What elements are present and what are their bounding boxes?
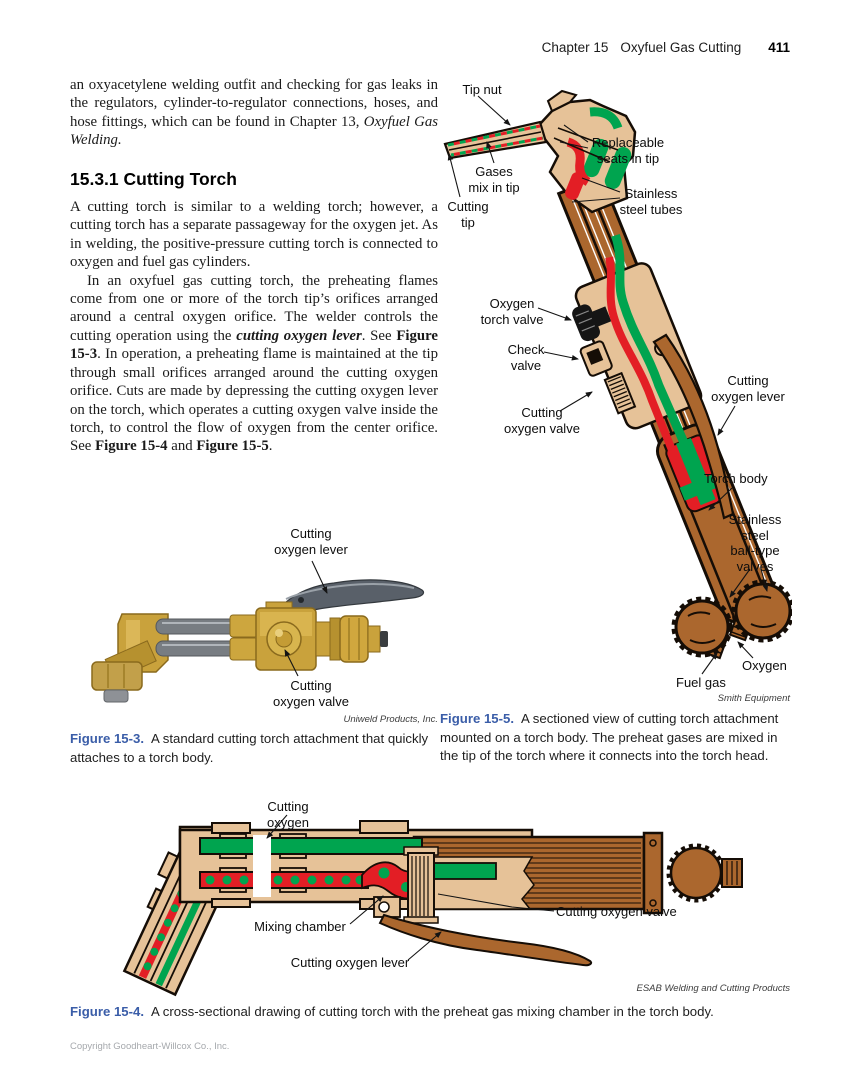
label-cutting-oxygen-lever: Cutting oxygen lever — [711, 373, 785, 404]
figure-15-3: Cutting oxygen lever Cutting oxygen valv… — [70, 520, 438, 728]
page-header: Chapter 15 Oxyfuel Gas Cutting 411 — [542, 40, 790, 55]
header-chapter: Chapter 15 — [541, 40, 609, 55]
label-tip-nut: Tip nut — [462, 82, 502, 97]
label-oxygen: Oxygen — [742, 658, 787, 673]
key-term: cutting oxygen lever — [236, 327, 362, 344]
figure-15-4-credit: ESAB Welding and Cutting Products — [636, 983, 791, 994]
figure-15-5-credit: Smith Equipment — [717, 693, 790, 704]
paragraph-1-text: an oxyacetylene welding outfit and check… — [70, 77, 438, 130]
paragraph-3-text: . In operation, a preheating flame is ma… — [70, 346, 438, 455]
label-gases-mix: Gases mix in tip — [468, 164, 520, 195]
figure-15-3-credit: Uniweld Products, Inc. — [343, 714, 438, 725]
label-cutting-oxygen: Cutting oxygen — [267, 799, 309, 830]
label-oxygen-torch-valve: Oxygen torch valve — [480, 296, 544, 327]
figure-15-3-caption: Figure 15-3.A standard cutting torch att… — [70, 730, 438, 767]
paragraph-1: an oxyacetylene welding outfit and check… — [70, 76, 438, 150]
label-cutting-oxygen-valve: Cutting oxygen valve — [273, 678, 349, 709]
label-torch-body: Torch body — [704, 471, 768, 486]
figure-reference: Figure 15-5 — [196, 438, 269, 455]
header-title: Oxyfuel Gas Cutting — [620, 40, 742, 55]
label-cutting-oxygen-lever: Cutting oxygen lever — [290, 955, 410, 970]
figure-15-4-caption-text: A cross-sectional drawing of cutting tor… — [151, 1004, 714, 1019]
figure-15-4-caption: Figure 15-4. A cross-sectional drawing of… — [70, 1003, 794, 1022]
paragraph-3-text: In an oxyfuel gas cutting torch, the pre… — [70, 272, 438, 344]
label-cutting-oxygen-valve: Cutting oxygen valve — [556, 904, 677, 919]
figure-15-5-diagram — [443, 89, 792, 675]
figure-15-3-caption-label: Figure 15-3. — [70, 731, 145, 746]
figure-reference: Figure 15-4 — [95, 438, 168, 455]
label-cutting-tip: Cutting tip — [447, 199, 489, 230]
label-mixing-chamber: Mixing chamber — [254, 919, 346, 934]
paragraph-3-text: . — [268, 438, 273, 455]
figure-15-5-caption: Figure 15-5.A sectioned view of cutting … — [440, 710, 792, 766]
paragraph-1-book-title: Oxyfuel Gas Welding. — [70, 113, 438, 149]
label-stainless-tubes: Stainless steel tubes — [619, 186, 683, 217]
label-replaceable-seats: Replaceable seats in tip — [591, 135, 665, 166]
label-cutting-oxygen-valve: Cutting oxygen valve — [504, 405, 580, 436]
figure-15-5-caption-label: Figure 15-5. — [440, 711, 515, 726]
label-ball-valves: Stainless steel ball-type valves — [728, 512, 782, 574]
label-check-valve: Check valve — [507, 342, 545, 373]
copyright-notice: Copyright Goodheart-Willcox Co., Inc. — [70, 1041, 230, 1052]
section-heading: 15.3.1 Cutting Torch — [70, 168, 237, 189]
figure-15-4: Cutting oxygen Cutting oxygen valve Mixi… — [62, 795, 792, 1001]
label-cutting-oxygen-lever: Cutting oxygen lever — [274, 526, 348, 557]
paragraph-3-text: . See — [361, 327, 397, 344]
figure-reference: Figure 15-3 — [70, 327, 438, 363]
figure-15-5: Tip nut Replaceable seats in tip Gases m… — [440, 80, 792, 712]
label-fuel-gas: Fuel gas — [676, 675, 726, 690]
figure-15-4-diagram — [122, 814, 743, 997]
figure-15-4-caption-label: Figure 15-4. — [70, 1004, 145, 1019]
figure-15-5-caption-text: A sectioned view of cutting torch attach… — [440, 711, 779, 764]
paragraph-3-text: and — [167, 438, 197, 455]
paragraph-3: In an oxyfuel gas cutting torch, the pre… — [70, 272, 438, 456]
figure-15-3-photo — [91, 560, 425, 703]
figure-15-3-caption-text: A standard cutting torch attachment that… — [70, 731, 429, 765]
paragraph-2: A cutting torch is similar to a welding … — [70, 199, 438, 271]
body-text-column: an oxyacetylene welding outfit and check… — [70, 76, 438, 456]
page-number: 411 — [768, 40, 790, 55]
